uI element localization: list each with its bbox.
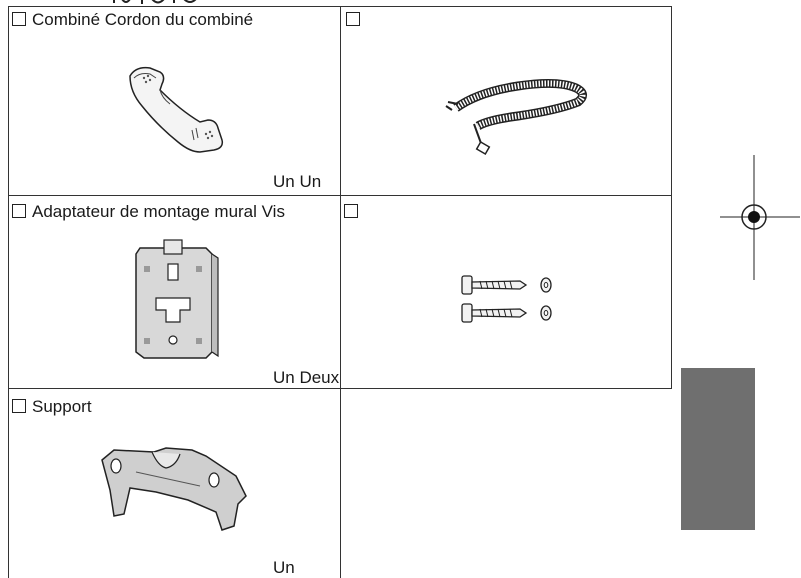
telephone-handset-icon xyxy=(129,66,224,153)
wall-adapter-label-text: Adaptateur de montage mural Vis xyxy=(32,202,285,221)
stand-icon xyxy=(101,447,247,531)
top-cutoff-text xyxy=(112,0,202,4)
coiled-cord-icon xyxy=(445,78,587,155)
cord-label xyxy=(346,10,366,30)
section-edge-tab xyxy=(681,368,755,530)
wall-adapter-quantity: Un Deux xyxy=(273,368,340,387)
registration-crosshair-icon xyxy=(720,155,800,280)
wall-mount-adapter-icon xyxy=(135,239,219,359)
handset-label: Combiné Cordon du combiné xyxy=(12,10,253,30)
stand-checkbox[interactable] xyxy=(12,399,26,413)
handset-quantity: Un Un xyxy=(273,172,322,191)
grid-line-left xyxy=(8,6,9,578)
stand-label-text: Support xyxy=(32,397,92,416)
cutoff-glyphs-icon xyxy=(113,0,197,4)
stand-quantity: Un xyxy=(273,558,295,577)
contents-grid: Combiné Cordon du combiné Un Un Adaptate… xyxy=(8,6,672,578)
cord-checkbox[interactable] xyxy=(346,12,360,26)
handset-label-text: Combiné Cordon du combiné xyxy=(32,10,254,29)
wall-adapter-label: Adaptateur de montage mural Vis xyxy=(12,202,285,222)
handset-checkbox[interactable] xyxy=(12,12,26,26)
screws-icon xyxy=(461,275,552,323)
wall-adapter-checkbox[interactable] xyxy=(12,204,26,218)
stand-label: Support xyxy=(12,397,92,417)
screws-label xyxy=(344,202,364,222)
grid-line-right xyxy=(671,6,672,389)
screws-checkbox[interactable] xyxy=(344,204,358,218)
grid-line-middle xyxy=(340,6,341,578)
